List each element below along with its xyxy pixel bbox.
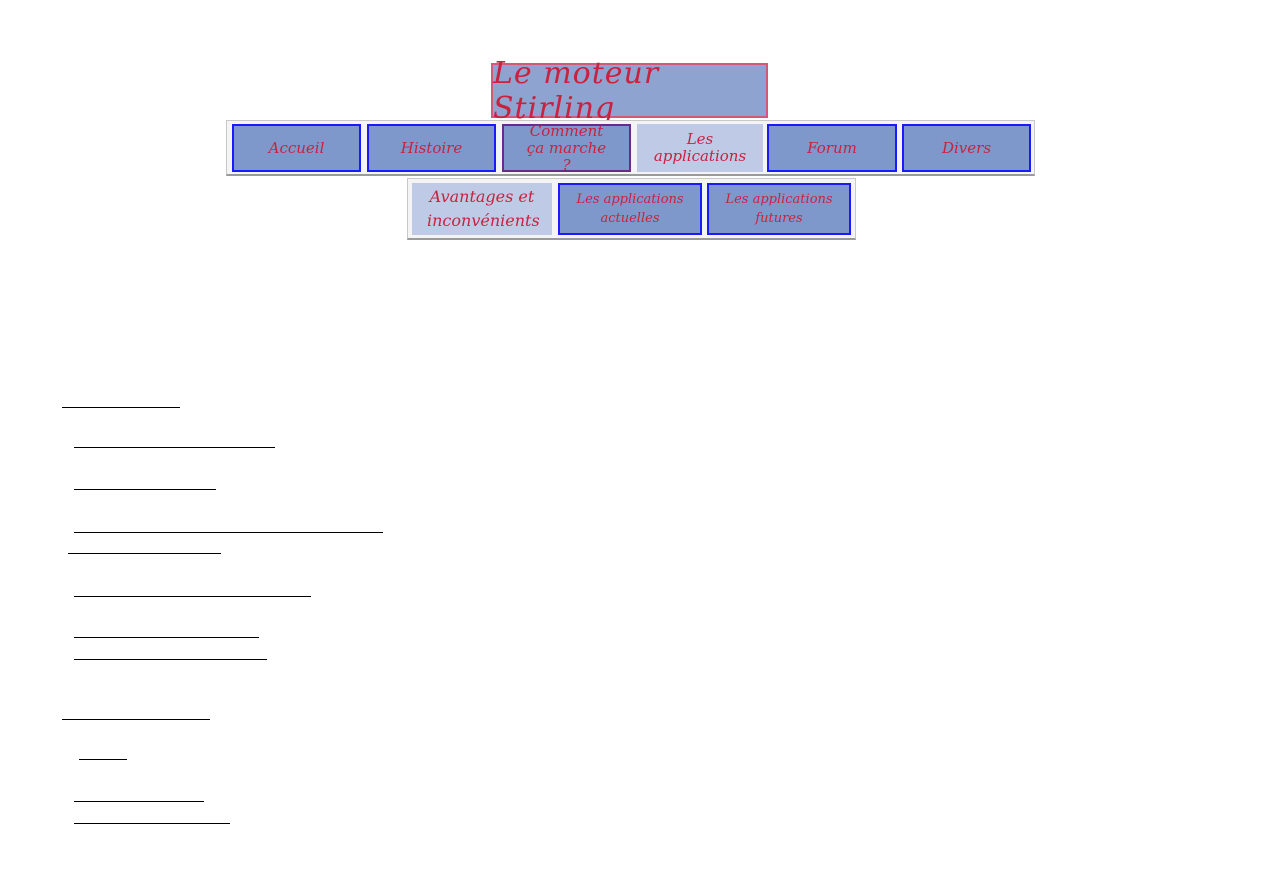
toc-link[interactable] [74, 637, 259, 638]
toc-link[interactable] [74, 801, 204, 802]
toc-link[interactable] [74, 447, 275, 448]
toc-link[interactable] [74, 489, 216, 490]
site-title: Le moteur Stirling [493, 55, 660, 126]
nav-histoire[interactable]: Histoire [367, 124, 496, 172]
nav-accueil-label: Accueil [268, 138, 325, 157]
nav-comment-ca-marche-label: Comment ça marche ? [526, 121, 607, 174]
sub-nav: Avantages et inconvénients Les applicati… [407, 178, 856, 240]
subnav-applications-futures[interactable]: Les applications futures [707, 183, 851, 235]
toc-link[interactable] [74, 596, 311, 597]
nav-divers-label: Divers [941, 138, 992, 157]
toc-link[interactable] [74, 659, 267, 660]
toc-link[interactable] [74, 532, 383, 533]
nav-histoire-label: Histoire [400, 138, 463, 157]
nav-forum-label: Forum [807, 138, 857, 157]
subnav-avantages-label: Avantages et inconvénients [427, 187, 540, 230]
subnav-avantages[interactable]: Avantages et inconvénients [412, 183, 552, 235]
nav-les-applications-label: Les applications [653, 130, 747, 165]
site-banner: Le moteur Stirling [491, 56, 768, 126]
nav-accueil[interactable]: Accueil [232, 124, 361, 172]
subnav-applications-futures-label: Les applications futures [725, 192, 833, 226]
toc-link[interactable] [62, 719, 210, 720]
toc-link[interactable] [62, 407, 180, 408]
toc-link[interactable] [68, 553, 221, 554]
subnav-applications-actuelles[interactable]: Les applications actuelles [558, 183, 702, 235]
nav-comment-ca-marche[interactable]: Comment ça marche ? [502, 121, 631, 174]
toc-link[interactable] [74, 823, 230, 824]
toc-link[interactable] [79, 759, 127, 760]
main-nav: Accueil Histoire Comment ça marche ? Les… [226, 120, 1035, 176]
nav-les-applications[interactable]: Les applications [637, 124, 763, 172]
nav-forum[interactable]: Forum [767, 124, 897, 172]
nav-divers[interactable]: Divers [902, 124, 1031, 172]
subnav-applications-actuelles-label: Les applications actuelles [576, 192, 684, 226]
